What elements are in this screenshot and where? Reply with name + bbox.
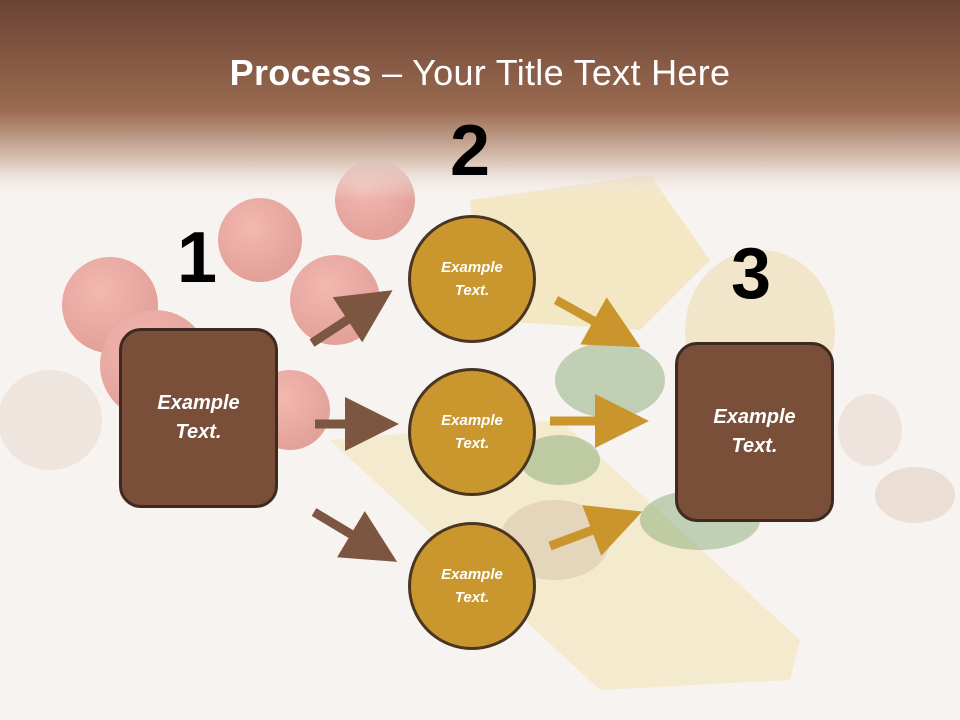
circle-1-line2: Text. <box>454 282 490 299</box>
slide-title: Process – Your Title Text Here <box>0 52 960 94</box>
arrow-bottom-to-right <box>548 505 643 556</box>
step-number-2: 2 <box>450 111 491 191</box>
title-rest: – Your Title Text Here <box>371 52 731 93</box>
circle-2-line2: Text. <box>454 435 490 452</box>
step-number-3: 3 <box>731 234 772 314</box>
circle-3-line1: Example <box>441 566 503 583</box>
step-number-1: 1 <box>177 218 218 298</box>
circle-3-line2: Text. <box>454 589 490 606</box>
step-1-line2: Text. <box>175 421 222 443</box>
arrow-top-to-right <box>553 296 641 348</box>
title-bold: Process <box>229 52 372 93</box>
garlic-decoration <box>0 370 955 523</box>
circle-2-line1: Example <box>441 412 503 429</box>
step-3-line2: Text. <box>731 435 778 457</box>
step-1-line1: Example <box>157 392 240 414</box>
circle-1-line1: Example <box>441 259 503 276</box>
arrow-left-to-bottom <box>311 508 398 562</box>
step-3-line1: Example <box>713 406 796 428</box>
arrow-left-to-top <box>309 290 393 347</box>
